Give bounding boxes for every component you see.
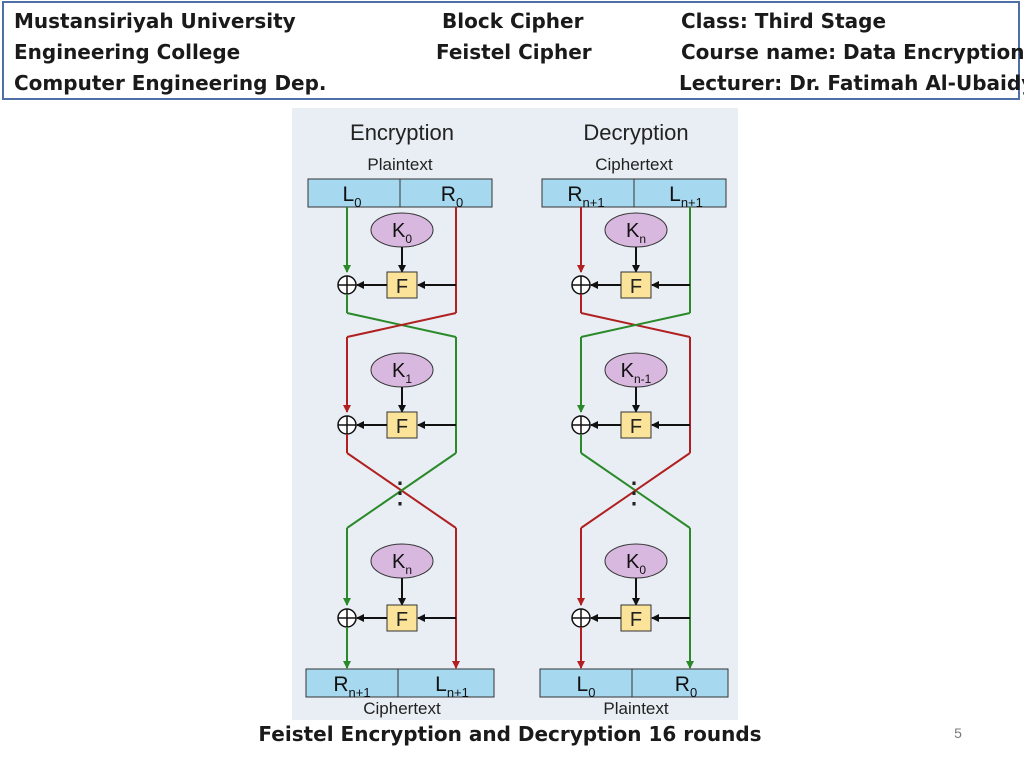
decryption-input-left: Rn+1 bbox=[567, 183, 604, 210]
decryption-output-box bbox=[539, 668, 729, 698]
encryption-input-left: L0 bbox=[343, 183, 362, 210]
encryption-round2-cross-b bbox=[346, 452, 457, 529]
department-name: Computer Engineering Dep. bbox=[14, 71, 327, 95]
decryption-input-label: Ciphertext bbox=[595, 155, 673, 174]
college-name: Engineering College bbox=[14, 40, 241, 64]
encryption-round3-key-label: Kn bbox=[392, 551, 412, 577]
class-label: Class: Third Stage bbox=[681, 9, 887, 33]
decryption-input-right: Ln+1 bbox=[669, 183, 703, 210]
encryption-round1-key-label: K0 bbox=[392, 220, 412, 246]
course-label: Course name: Data Encryption bbox=[681, 40, 1024, 64]
encryption-round2-function-label: F bbox=[396, 416, 408, 438]
decryption-title: Decryption bbox=[583, 120, 688, 145]
encryption-title: Encryption bbox=[350, 120, 454, 145]
encryption-output-right: Ln+1 bbox=[435, 673, 469, 700]
decryption-round2-cross-b bbox=[580, 452, 691, 529]
encryption-ellipsis: ⋮ bbox=[385, 477, 415, 510]
encryption-round1-function bbox=[386, 271, 418, 299]
lecturer-label: Lecturer: Dr. Fatimah Al-Ubaidy bbox=[679, 71, 1024, 95]
decryption-ellipsis: ⋮ bbox=[619, 477, 649, 510]
encryption-round2-key-label: K1 bbox=[392, 360, 412, 386]
slide-header: Mustansiriyah University Engineering Col… bbox=[2, 1, 1024, 100]
encryption-round3-function bbox=[386, 604, 418, 632]
encryption-input-right: R0 bbox=[441, 183, 463, 210]
decryption-round3-function-label: F bbox=[630, 609, 642, 631]
university-name: Mustansiriyah University bbox=[14, 9, 296, 33]
decryption-round2-function-label: F bbox=[630, 416, 642, 438]
page-number: 5 bbox=[954, 725, 962, 741]
encryption-round1-function-label: F bbox=[396, 276, 408, 298]
encryption-input-label: Plaintext bbox=[367, 155, 432, 174]
decryption-round1-cross-b bbox=[580, 312, 691, 338]
decryption-round2-key-label: Kn-1 bbox=[621, 360, 652, 386]
decryption-round3-key-label: K0 bbox=[626, 551, 646, 577]
decryption-output-left: L0 bbox=[577, 673, 596, 700]
subtopic-title: Feistel Cipher bbox=[436, 40, 592, 64]
encryption-output-box bbox=[305, 668, 495, 698]
decryption-round1-key-label: Kn bbox=[626, 220, 646, 246]
encryption-output-label: Ciphertext bbox=[363, 699, 441, 718]
figure-caption: Feistel Encryption and Decryption 16 rou… bbox=[258, 722, 762, 746]
decryption-output-right: R0 bbox=[675, 673, 697, 700]
encryption-round1-cross-b bbox=[346, 312, 457, 338]
encryption-round3-function-label: F bbox=[396, 609, 408, 631]
decryption-output-label: Plaintext bbox=[603, 699, 668, 718]
decryption-round1-function-label: F bbox=[630, 276, 642, 298]
encryption-output-left: Rn+1 bbox=[333, 673, 370, 700]
topic-title: Block Cipher bbox=[442, 9, 584, 33]
